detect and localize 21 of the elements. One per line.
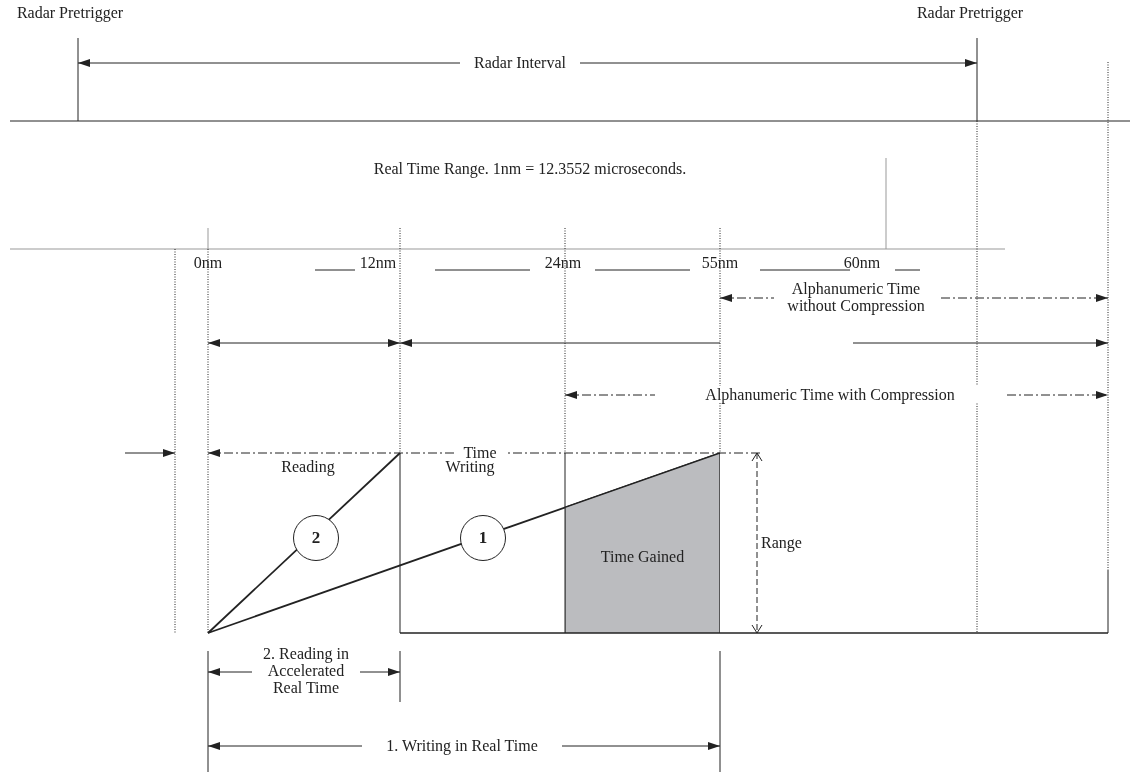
diagram-label: Time xyxy=(455,444,505,461)
diagram-label: 2. Reading in Accelerated Real Time xyxy=(252,645,360,696)
diagram-label: Radar Interval xyxy=(460,54,580,71)
area-label: Time Gained xyxy=(599,548,686,565)
diagram-label: Alphanumeric Time with Compression xyxy=(655,386,1005,403)
diagram-label: Reading xyxy=(280,458,336,475)
shaded-area xyxy=(565,453,720,633)
diagram-label: 60nm xyxy=(842,254,882,271)
diagram-label: Writing xyxy=(444,458,496,475)
step-number-circle: 1 xyxy=(460,515,506,561)
diagram-label: 0nm xyxy=(192,254,224,271)
diagram-label: 24nm xyxy=(543,254,583,271)
diagram-label: 1. Writing in Real Time xyxy=(362,737,562,754)
diagram-label: Range xyxy=(761,534,802,551)
diagram-label: 55nm xyxy=(700,254,740,271)
diagram-label: Radar Pretrigger xyxy=(15,4,125,21)
diagram-label: 12nm xyxy=(358,254,398,271)
step-number-circle: 2 xyxy=(293,515,339,561)
diagram-label: Real Time Range. 1nm = 12.3552 microseconds. xyxy=(372,160,688,177)
diagram-label: Alphanumeric Time without Compression xyxy=(773,280,939,314)
diagram-label: Radar Pretrigger xyxy=(915,4,1025,21)
